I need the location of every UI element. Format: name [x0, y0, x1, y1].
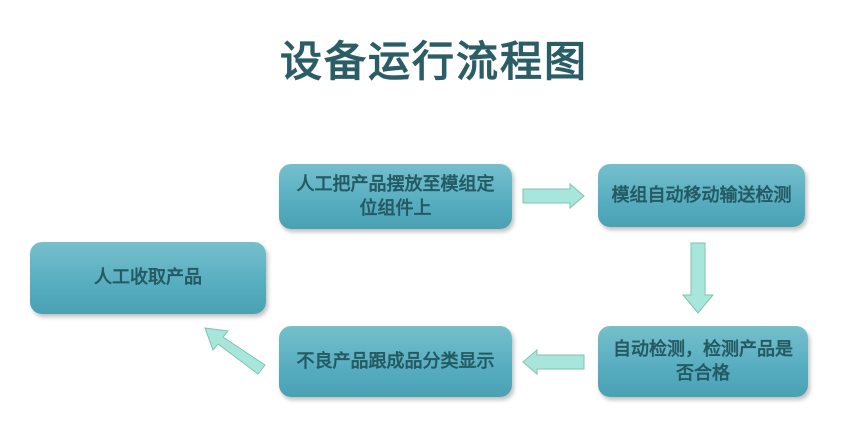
- step-collect-product: 人工收取产品: [30, 242, 266, 314]
- step-auto-convey: 模组自动移动输送检测: [598, 164, 805, 227]
- diagram-title: 设备运行流程图: [279, 37, 588, 86]
- step-label: 人工把产品摆放至模组定位组件上: [296, 173, 495, 219]
- step-place-product: 人工把产品摆放至模组定位组件上: [279, 164, 512, 229]
- step-label: 人工收取产品: [94, 267, 202, 288]
- step-label: 不良产品跟成品分类显示: [296, 350, 495, 372]
- step-auto-inspect: 自动检测，检测产品是否合格: [598, 326, 808, 397]
- step-sort-display: 不良产品跟成品分类显示: [279, 326, 512, 397]
- step-label: 自动检测，检测产品是否合格: [613, 338, 793, 384]
- arrow-diagonal-icon: [204, 327, 266, 375]
- arrow-left-icon: [522, 348, 585, 376]
- arrow-right-icon: [522, 182, 585, 210]
- arrow-down-icon: [681, 242, 715, 314]
- step-label: 模组自动移动输送检测: [611, 184, 792, 206]
